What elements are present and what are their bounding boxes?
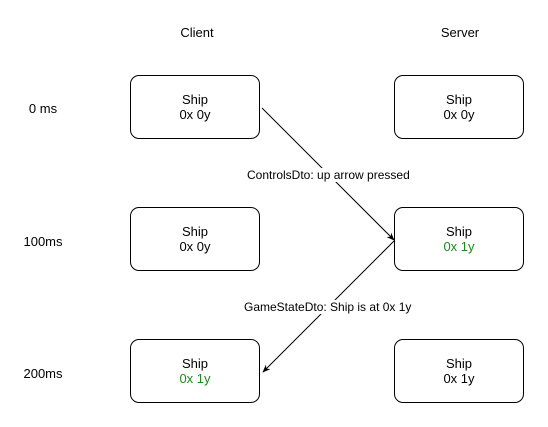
client-ship-100ms: Ship 0x 0y <box>130 207 260 271</box>
client-column-header: Client <box>180 25 214 40</box>
time-label-100ms: 100ms <box>23 234 63 249</box>
ship-position: 0x 0y <box>179 239 211 254</box>
ship-title: Ship <box>181 356 209 371</box>
time-label-200ms: 200ms <box>23 366 63 381</box>
ship-title: Ship <box>445 92 473 107</box>
ship-title: Ship <box>181 224 209 239</box>
server-column-header: Server <box>440 25 480 40</box>
client-ship-0ms: Ship 0x 0y <box>130 75 260 139</box>
ship-position: 0x 0y <box>179 107 211 122</box>
ship-position: 0x 1y <box>179 371 211 386</box>
ship-position: 0x 0y <box>443 107 475 122</box>
ship-position: 0x 1y <box>443 239 475 254</box>
client-ship-200ms: Ship 0x 1y <box>130 339 260 403</box>
time-label-0ms: 0 ms <box>28 101 58 116</box>
controls-message-label: ControlsDto: up arrow pressed <box>246 168 411 182</box>
ship-title: Ship <box>445 356 473 371</box>
server-ship-0ms: Ship 0x 0y <box>394 75 524 139</box>
ship-position: 0x 1y <box>443 371 475 386</box>
ship-title: Ship <box>445 224 473 239</box>
gamestate-message-label: GameStateDto: Ship is at 0x 1y <box>243 300 413 314</box>
server-ship-200ms: Ship 0x 1y <box>394 339 524 403</box>
ship-title: Ship <box>181 92 209 107</box>
server-ship-100ms: Ship 0x 1y <box>394 207 524 271</box>
